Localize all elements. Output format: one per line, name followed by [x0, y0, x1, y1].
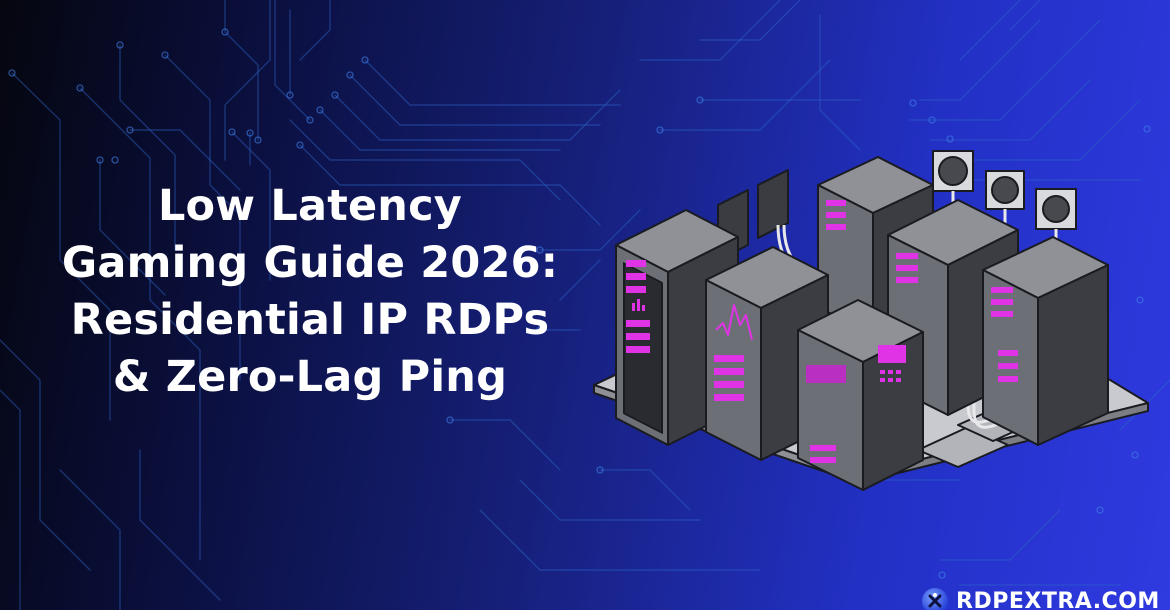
headline-line-1: Low Latency: [157, 181, 463, 231]
server-racks-icon: [593, 150, 1149, 491]
brand-name: RDPEXTRA.COM: [956, 588, 1160, 610]
rdpextra-logo-icon: [922, 588, 948, 610]
headline-line-3: Residential IP RDPs: [70, 295, 550, 345]
brand-footer: RDPEXTRA.COM: [922, 586, 1160, 610]
page-title: Low Latency Gaming Guide 2026: Residenti…: [40, 178, 580, 406]
headline-line-2: Gaming Guide 2026:: [61, 238, 559, 288]
headline-line-4: & Zero-Lag Ping: [112, 352, 508, 402]
